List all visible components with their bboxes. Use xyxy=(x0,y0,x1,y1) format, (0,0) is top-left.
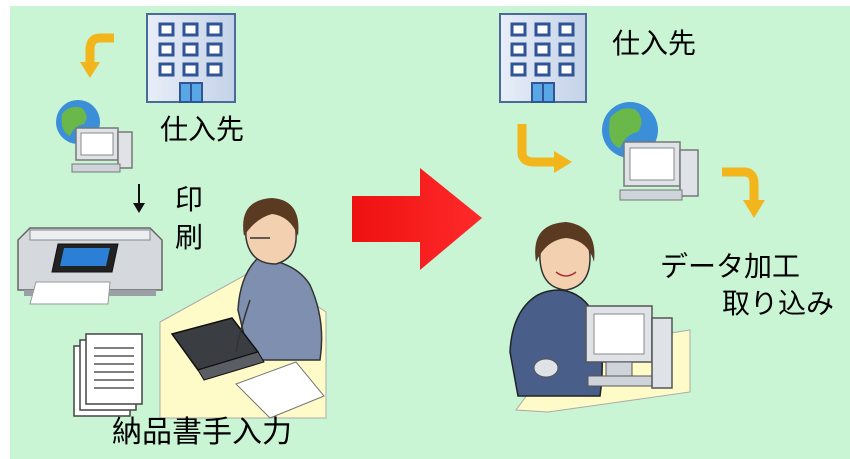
supplier-label-left: 仕入先 xyxy=(160,113,245,146)
supplier-label-right: 仕入先 xyxy=(612,27,697,60)
flow-arrow-icon-right-2 xyxy=(722,167,765,218)
building-icon-left xyxy=(146,13,236,103)
flow-arrow-icon-right-1 xyxy=(517,124,572,173)
computer-globe-icon-left xyxy=(56,100,133,173)
print-label-line2: 刷 xyxy=(175,221,204,254)
print-arrow-icon xyxy=(133,184,145,213)
print-label-line1: 印 xyxy=(175,183,204,216)
building-icon-right xyxy=(499,13,587,103)
data-processing-label: データ加工 xyxy=(660,250,801,283)
flow-arrow-icon-left-top xyxy=(80,33,114,78)
manual-entry-label: 納品書手入力 xyxy=(112,415,292,450)
woman-typing-illustration xyxy=(159,198,327,419)
main-transition-arrow xyxy=(352,168,482,270)
documents-stack-icon xyxy=(73,333,143,417)
printer-icon xyxy=(17,227,163,305)
import-label: 取り込み xyxy=(722,287,835,320)
woman-desktop-illustration xyxy=(509,222,691,413)
computer-globe-icon-right xyxy=(602,102,699,201)
